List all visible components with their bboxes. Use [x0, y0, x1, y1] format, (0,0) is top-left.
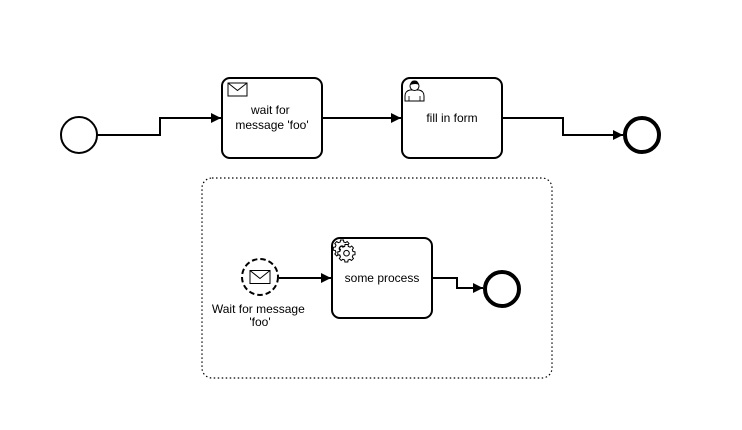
message-start-event[interactable]: [241, 258, 279, 296]
gear-icon: [332, 239, 356, 263]
subprocess-end-event[interactable]: [483, 270, 521, 308]
user-task-label: fill in form: [426, 111, 477, 125]
sequence-flow-start-to-receive[interactable]: [97, 113, 221, 136]
start-event[interactable]: [60, 116, 98, 154]
receive-task-label-line-2: message 'foo': [235, 118, 308, 132]
receive-task[interactable]: wait for message 'foo': [221, 77, 323, 159]
user-icon: [404, 80, 425, 102]
user-task[interactable]: fill in form: [401, 77, 503, 159]
service-task-label: some process: [345, 271, 420, 285]
message-start-event-label-line-1: Wait for message: [212, 302, 305, 316]
receive-task-label-line-1: wait for: [250, 103, 290, 117]
receive-task-label: wait for message 'foo': [235, 103, 308, 132]
message-start-event-label-line-2: 'foo': [249, 315, 270, 329]
envelope-icon: [249, 270, 271, 284]
sequence-flow-service-task-to-end[interactable]: [432, 277, 483, 293]
end-event[interactable]: [623, 116, 661, 154]
sequence-flow-user-task-to-end[interactable]: [502, 117, 623, 140]
service-task[interactable]: some process: [331, 237, 433, 319]
envelope-icon: [227, 82, 248, 97]
message-start-event-label: Wait for message 'foo': [212, 302, 308, 329]
